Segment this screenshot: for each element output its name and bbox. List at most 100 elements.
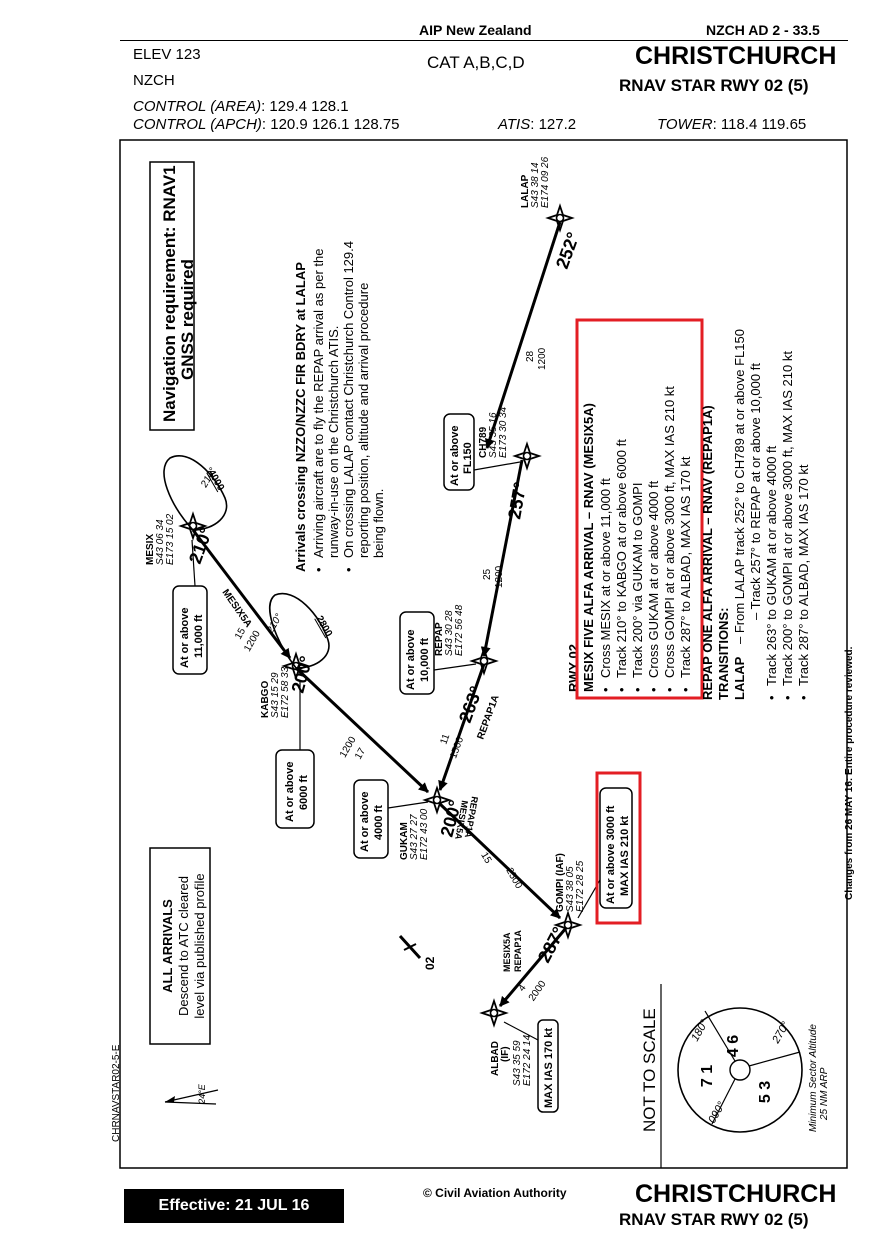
alt-lalap-ch789: 1200 xyxy=(537,347,548,370)
mesix-title: MESIX FIVE ALFA ARRIVAL – RNAV (MESIX5A) xyxy=(581,403,596,692)
freq-apch-values: : 120.9 126.1 128.75 xyxy=(261,116,400,133)
kabgo-constraint-2: 6000 ft xyxy=(298,775,310,810)
leg-lalap-ch789 xyxy=(485,221,562,449)
albad-constraint: MAX IAS 170 kt xyxy=(543,1028,555,1108)
airport-name: CHRISTCHURCH xyxy=(635,42,837,70)
repap-bullet-2: • xyxy=(780,695,795,700)
leg-ch789-repap xyxy=(480,459,524,657)
hold-mesix xyxy=(163,455,228,531)
mesix-constraint-1: At or above xyxy=(179,607,191,668)
albad-constraint-box xyxy=(537,1019,559,1113)
mesix-name: MESIX xyxy=(145,534,156,565)
all-arrivals-box xyxy=(149,847,211,1045)
arrivals-note-line3: On crossing LALAP contact Christchurch C… xyxy=(341,241,356,558)
msa-circle xyxy=(677,1007,803,1133)
repap-bullet-3: • xyxy=(796,695,811,700)
arrivals-note-line1: Arriving aircraft are to fly the REPAP a… xyxy=(311,249,326,558)
kabgo-constraint-box xyxy=(275,749,315,829)
dist-mesix-kabgo: 15 xyxy=(233,626,248,642)
alt-gukam-gompi: 2500 xyxy=(503,866,524,891)
albad-lon: E172 24 14 xyxy=(522,1034,533,1086)
repap-constraint-2: 10,000 ft xyxy=(419,638,431,682)
repap-item-3: Track 287° to ALBAD, MAX IAS 170 kt xyxy=(796,464,811,686)
freq-area-label: CONTROL (AREA) xyxy=(133,98,262,115)
leg-gukam-gompi xyxy=(438,802,562,920)
gompi-constraint-1: At or above 3000 ft xyxy=(605,805,617,904)
repap-lon: E172 56 48 xyxy=(454,604,465,656)
kabgo-name: KABGO xyxy=(260,681,271,718)
publication-title: AIP New Zealand xyxy=(419,22,532,38)
mesix-bullet-3: • xyxy=(630,687,645,692)
mesix-item-1: Cross MESIX at or above 11,000 ft xyxy=(598,478,613,678)
mesix-constraint-box xyxy=(172,585,208,675)
repap-bullet-1: • xyxy=(764,695,779,700)
chart-frame xyxy=(119,139,848,1169)
not-to-scale: NOT TO SCALE xyxy=(640,1008,659,1132)
albad-sub: (IF) xyxy=(500,1046,511,1062)
mesix-item-2: Track 210° to KABGO at or above 6000 ft xyxy=(614,439,629,678)
mesix-bullet-1: • xyxy=(598,687,613,692)
gukam-name: GUKAM xyxy=(399,822,410,860)
gompi-constraint-box xyxy=(599,787,633,909)
arrivals-note-line4: reporting position, altitude and arrival… xyxy=(356,283,371,558)
dist-lalap-ch789: 28 xyxy=(525,350,536,362)
ch789-constraint-box xyxy=(443,413,475,491)
all-arrivals-title: ALL ARRIVALS xyxy=(160,899,175,993)
repap-item-1: Track 263° to GUKAM at or above 4000 ft xyxy=(764,445,779,686)
icao-code: NZCH xyxy=(133,72,175,89)
dist-gompi-albad: 4 xyxy=(516,982,528,993)
atis-label: ATIS xyxy=(498,116,531,133)
msa-caption-2: 25 NM ARP xyxy=(819,1067,830,1121)
repap-lat: S43 30 28 xyxy=(444,610,455,656)
ch789-lat: S43 35 16 xyxy=(488,412,499,458)
repap-constraint-box xyxy=(399,611,435,695)
aircraft-category: CAT A,B,C,D xyxy=(427,53,525,72)
mesix-item-4: Cross GUKAM at or above 4000 ft xyxy=(646,480,661,678)
msa-bearing-090: 090° xyxy=(706,1099,728,1125)
mesix-constraint-2: 11,000 ft xyxy=(193,614,205,658)
leg-gompi-albad xyxy=(498,927,568,1007)
mesix-bullet-4: • xyxy=(646,687,661,692)
ch789-constraint-1: At or above xyxy=(449,425,461,486)
arrivals-bullet-dot-2: • xyxy=(341,567,356,572)
lalap-label: LALAP xyxy=(732,656,747,700)
mesix-highlight-box xyxy=(575,318,704,700)
gukam-constraint-2: 4000 ft xyxy=(373,805,385,840)
albad-callout xyxy=(503,1021,539,1041)
all-arrivals-line1: Descend to ATC cleared xyxy=(176,876,191,1016)
gompi-lat: S43 38 05 xyxy=(565,866,576,912)
page-id: NZCH AD 2 - 33.5 xyxy=(706,22,820,38)
copyright: © Civil Aviation Authority xyxy=(423,1186,567,1200)
mesix-item-3: Track 200° via GUKAM to GOMPI xyxy=(630,483,645,678)
mesix-bullet-2: • xyxy=(614,687,629,692)
elevation: ELEV 123 xyxy=(133,46,201,63)
name1-gompi-albad: MESIX5A xyxy=(502,932,512,972)
mesix-bullet-6: • xyxy=(678,687,693,692)
header-rule xyxy=(120,40,848,41)
leg-mesix-kabgo xyxy=(191,529,292,659)
nav-requirement-line1: Navigation requirement: RNAV1 xyxy=(160,165,179,422)
hold-kabgo-inbound: 210° xyxy=(265,612,285,636)
gukam-callout xyxy=(387,801,429,809)
tower-label: TOWER xyxy=(657,116,713,133)
msa-east-sector: 5 3 xyxy=(757,1081,774,1103)
gompi-name: GOMPI (IAF) xyxy=(555,853,566,912)
dist-gukam-gompi: 15 xyxy=(478,850,493,866)
runway-symbol xyxy=(398,934,422,960)
mesix-callout xyxy=(191,539,196,587)
all-arrivals-line2: level via published profile xyxy=(192,873,207,1018)
tower-value: : 118.4 119.65 xyxy=(712,116,807,133)
kabgo-lon: E172 58 33 xyxy=(280,666,291,718)
repap-constraint-1: At or above xyxy=(405,629,417,690)
rwy-title: RWY 02 xyxy=(566,644,581,692)
declination-label: 24°E xyxy=(197,1083,207,1105)
atis-freq: ATIS: 127.2 xyxy=(498,116,576,133)
repap-callout xyxy=(433,663,477,671)
north-arrow xyxy=(164,1089,219,1105)
lalap-lat: S43 38 14 xyxy=(530,162,541,208)
runway-label: 02 xyxy=(423,956,437,970)
name2-gompi-albad: REPAP1A xyxy=(513,930,523,972)
msa-north-sector: 4 6 xyxy=(725,1035,742,1057)
gompi-constraint-2: MAX IAS 210 kt xyxy=(619,816,631,896)
kabgo-lat: S43 15 29 xyxy=(270,672,281,718)
